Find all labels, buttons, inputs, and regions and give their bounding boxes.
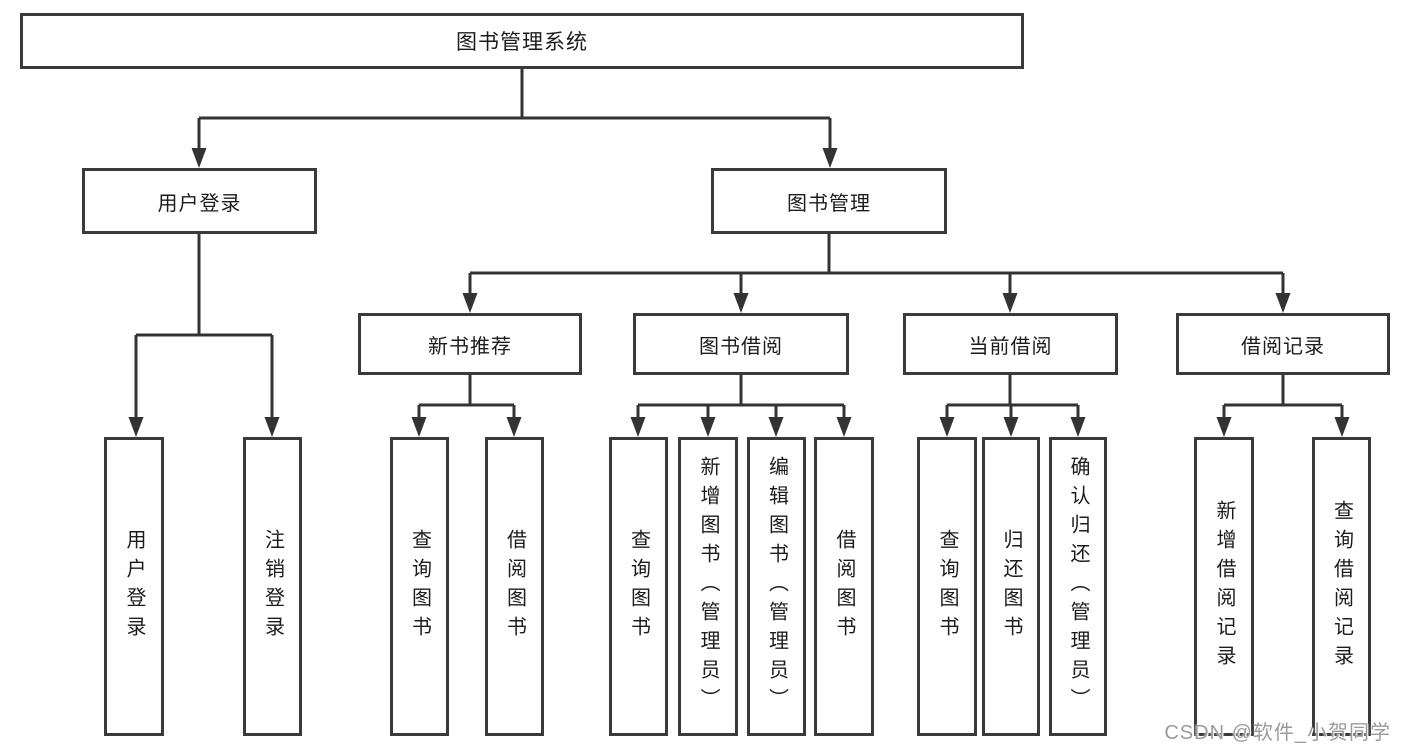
leaf-return-books: 归还图书 <box>982 437 1040 736</box>
leaf-label: 借阅图书 <box>503 528 526 645</box>
leaf-label: 查询借阅记录 <box>1330 499 1353 674</box>
leaf-query-books-current: 查询图书 <box>917 437 977 736</box>
leaf-label: 新增借阅记录 <box>1213 499 1235 674</box>
node-current-borrow: 当前借阅 <box>903 313 1118 375</box>
connector-book-borrow <box>636 375 846 419</box>
connector-current-borrow <box>945 375 1080 419</box>
leaf-label: 注销登录 <box>261 528 284 645</box>
node-label: 用户登录 <box>157 192 242 215</box>
leaf-logout: 注销登录 <box>243 437 302 736</box>
leaf-edit-books-admin: 编辑图书（管理员） <box>747 437 806 736</box>
node-label: 图书借阅 <box>699 335 783 358</box>
connector-book-management <box>468 234 1285 296</box>
node-borrow-records: 借阅记录 <box>1176 313 1390 375</box>
connector-borrow-records <box>1222 375 1344 419</box>
leaf-query-books-recommend: 查询图书 <box>390 437 449 736</box>
leaf-borrow-books: 借阅图书 <box>814 437 874 736</box>
leaf-label: 编辑图书（管理员） <box>765 456 788 717</box>
leaf-label: 查询图书 <box>408 528 431 645</box>
arrowheads <box>128 148 1350 437</box>
leaf-confirm-return-admin: 确认归还（管理员） <box>1049 437 1107 736</box>
node-book-management: 图书管理 <box>711 168 947 234</box>
node-label: 借阅记录 <box>1241 335 1325 358</box>
leaf-add-books-admin: 新增图书（管理员） <box>678 437 738 736</box>
leaf-label: 借阅图书 <box>833 528 855 645</box>
node-book-borrow: 图书借阅 <box>633 313 849 375</box>
node-label: 图书管理 <box>787 192 871 215</box>
leaf-label: 查询图书 <box>627 528 650 645</box>
leaf-query-borrow-record: 查询借阅记录 <box>1312 437 1371 736</box>
leaf-label: 归还图书 <box>1000 528 1022 645</box>
node-new-book-recommend: 新书推荐 <box>358 313 582 375</box>
leaf-label: 确认归还（管理员） <box>1067 456 1089 717</box>
connector-user-login <box>134 234 274 419</box>
leaf-label: 查询图书 <box>936 528 958 645</box>
node-label: 图书管理系统 <box>456 31 588 54</box>
leaf-add-borrow-record: 新增借阅记录 <box>1194 437 1254 736</box>
connector-root <box>197 69 832 151</box>
node-user-login: 用户登录 <box>82 168 317 234</box>
leaf-query-books-borrow: 查询图书 <box>609 437 668 736</box>
leaf-label: 新增图书（管理员） <box>697 456 719 717</box>
leaf-user-login: 用户登录 <box>104 437 164 736</box>
node-library-management-system: 图书管理系统 <box>20 13 1024 69</box>
leaf-borrow-books-recommend: 借阅图书 <box>485 437 544 736</box>
csdn-watermark: CSDN @软件_小贺同学 <box>1164 722 1391 744</box>
node-label: 新书推荐 <box>428 335 512 358</box>
leaf-label: 用户登录 <box>123 528 145 645</box>
node-label: 当前借阅 <box>968 335 1053 358</box>
connector-new-book <box>417 375 516 419</box>
